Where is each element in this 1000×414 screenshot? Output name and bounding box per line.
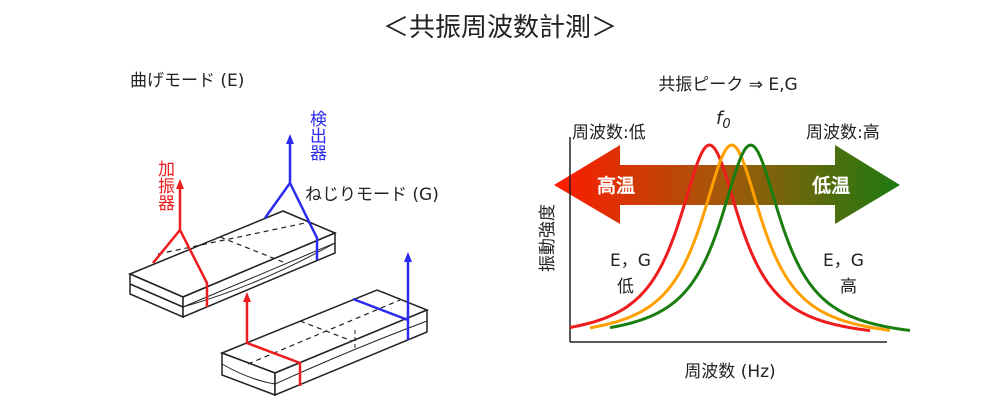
detector-beam1 — [263, 142, 319, 260]
high-temp-label: 高温 — [597, 174, 635, 197]
f0-subscript: 0 — [722, 117, 730, 132]
exciter-beam2 — [245, 300, 302, 386]
detector-arrow-icon — [286, 134, 294, 144]
exciter-arrow-icon — [243, 292, 251, 302]
f0-label: f0 — [716, 108, 731, 132]
exciter-arrow-icon — [176, 179, 184, 189]
chart-title: 共振ピーク ⇒ E,G — [658, 75, 797, 95]
main-title: ＜共振周波数計測＞ — [383, 13, 617, 43]
f0-text: f — [716, 108, 725, 129]
detector-label: 検出器 — [306, 110, 327, 161]
resonance-curve-2 — [609, 143, 911, 332]
temperature-arrow — [554, 145, 900, 224]
low-temp-label: 低温 — [811, 174, 850, 197]
resonance-curves — [569, 143, 911, 333]
eg-low-label: E，G — [610, 251, 651, 271]
detector-beam2 — [352, 260, 410, 340]
x-axis-label: 周波数 (Hz) — [684, 362, 775, 382]
torsion-beam — [219, 289, 429, 397]
eg-low-sub: 低 — [617, 277, 634, 297]
y-axis-label: 振動強度 — [538, 204, 558, 272]
freq-high-label: 周波数:高 — [806, 123, 880, 143]
bending-mode-label: 曲げモード (E) — [130, 71, 244, 91]
freq-low-label: 周波数:低 — [572, 123, 646, 143]
exciter-label: 加振器 — [154, 160, 175, 211]
bending-beam — [128, 210, 337, 319]
exciter-beam1 — [152, 186, 209, 307]
eg-high-label: E，G — [823, 251, 864, 271]
eg-high-sub: 高 — [840, 277, 857, 297]
detector-arrow-icon — [404, 252, 412, 262]
torsion-mode-label: ねじりモード (G) — [305, 185, 439, 205]
resonance-curve-1 — [589, 143, 891, 332]
